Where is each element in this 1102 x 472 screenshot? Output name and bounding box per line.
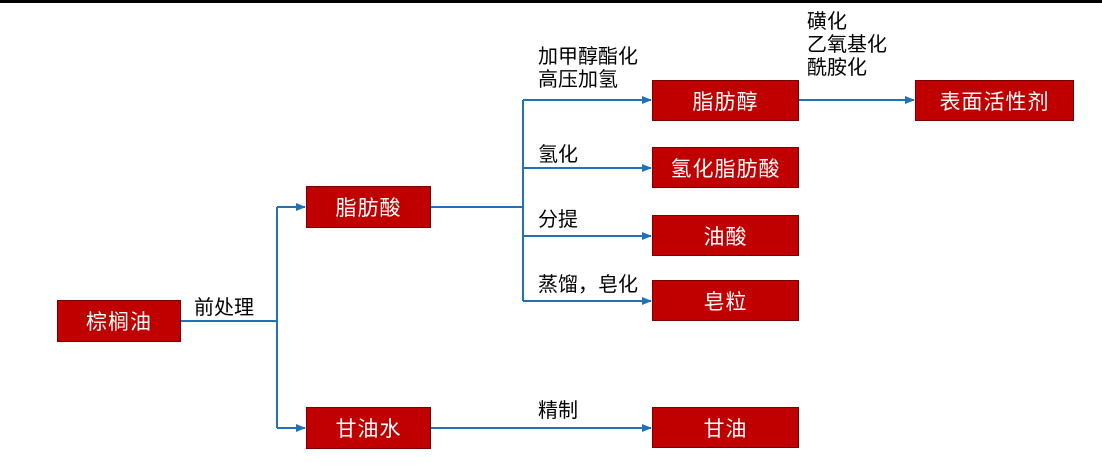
label-pretreatment: 前处理 bbox=[194, 295, 254, 319]
node-fatty-acid: 脂肪酸 bbox=[306, 186, 431, 228]
label-refining: 精制 bbox=[538, 398, 578, 422]
node-glycerin: 甘油 bbox=[652, 407, 799, 448]
node-surfactant: 表面活性剂 bbox=[915, 80, 1074, 121]
label-methanol-esterification: 加甲醇酯化 高压加氢 bbox=[538, 44, 638, 91]
node-hydrogenated-fatty-acid: 氢化脂肪酸 bbox=[652, 147, 799, 188]
label-distill-saponify: 蒸馏，皂化 bbox=[538, 272, 638, 296]
label-sulfonation: 磺化 乙氧基化 酰胺化 bbox=[807, 9, 887, 79]
label-hydrogenation: 氢化 bbox=[538, 142, 578, 166]
node-oleic-acid: 油酸 bbox=[652, 215, 799, 256]
node-fatty-alcohol: 脂肪醇 bbox=[652, 80, 799, 121]
node-soap-pellets: 皂粒 bbox=[652, 280, 799, 321]
label-fractionation: 分提 bbox=[538, 207, 578, 231]
node-palm-oil: 棕榈油 bbox=[57, 300, 181, 342]
top-border-line bbox=[0, 0, 1102, 3]
node-sweet-water: 甘油水 bbox=[306, 407, 431, 449]
